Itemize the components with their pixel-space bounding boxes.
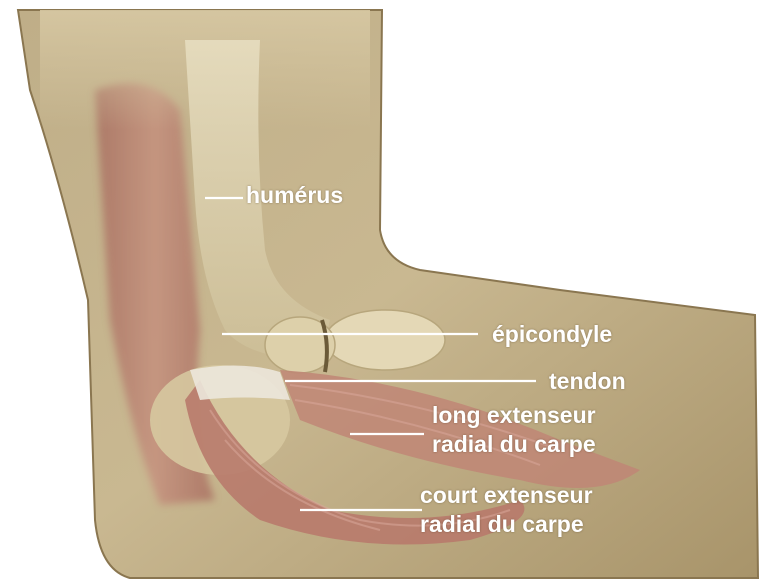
label-short-extensor-line2: radial du carpe [420,510,593,539]
label-humerus: humérus [246,184,343,207]
label-long-extensor-line1: long extenseur [432,401,596,430]
label-short-extensor-line1: court extenseur [420,481,593,510]
label-epicondyle: épicondyle [492,323,612,346]
label-long-extensor-line2: radial du carpe [432,430,596,459]
label-long-extensor: long extenseur radial du carpe [432,401,596,459]
label-tendon: tendon [549,370,626,393]
tendon [190,365,290,400]
epicondyle-bone [325,310,445,370]
label-short-extensor: court extenseur radial du carpe [420,481,593,539]
